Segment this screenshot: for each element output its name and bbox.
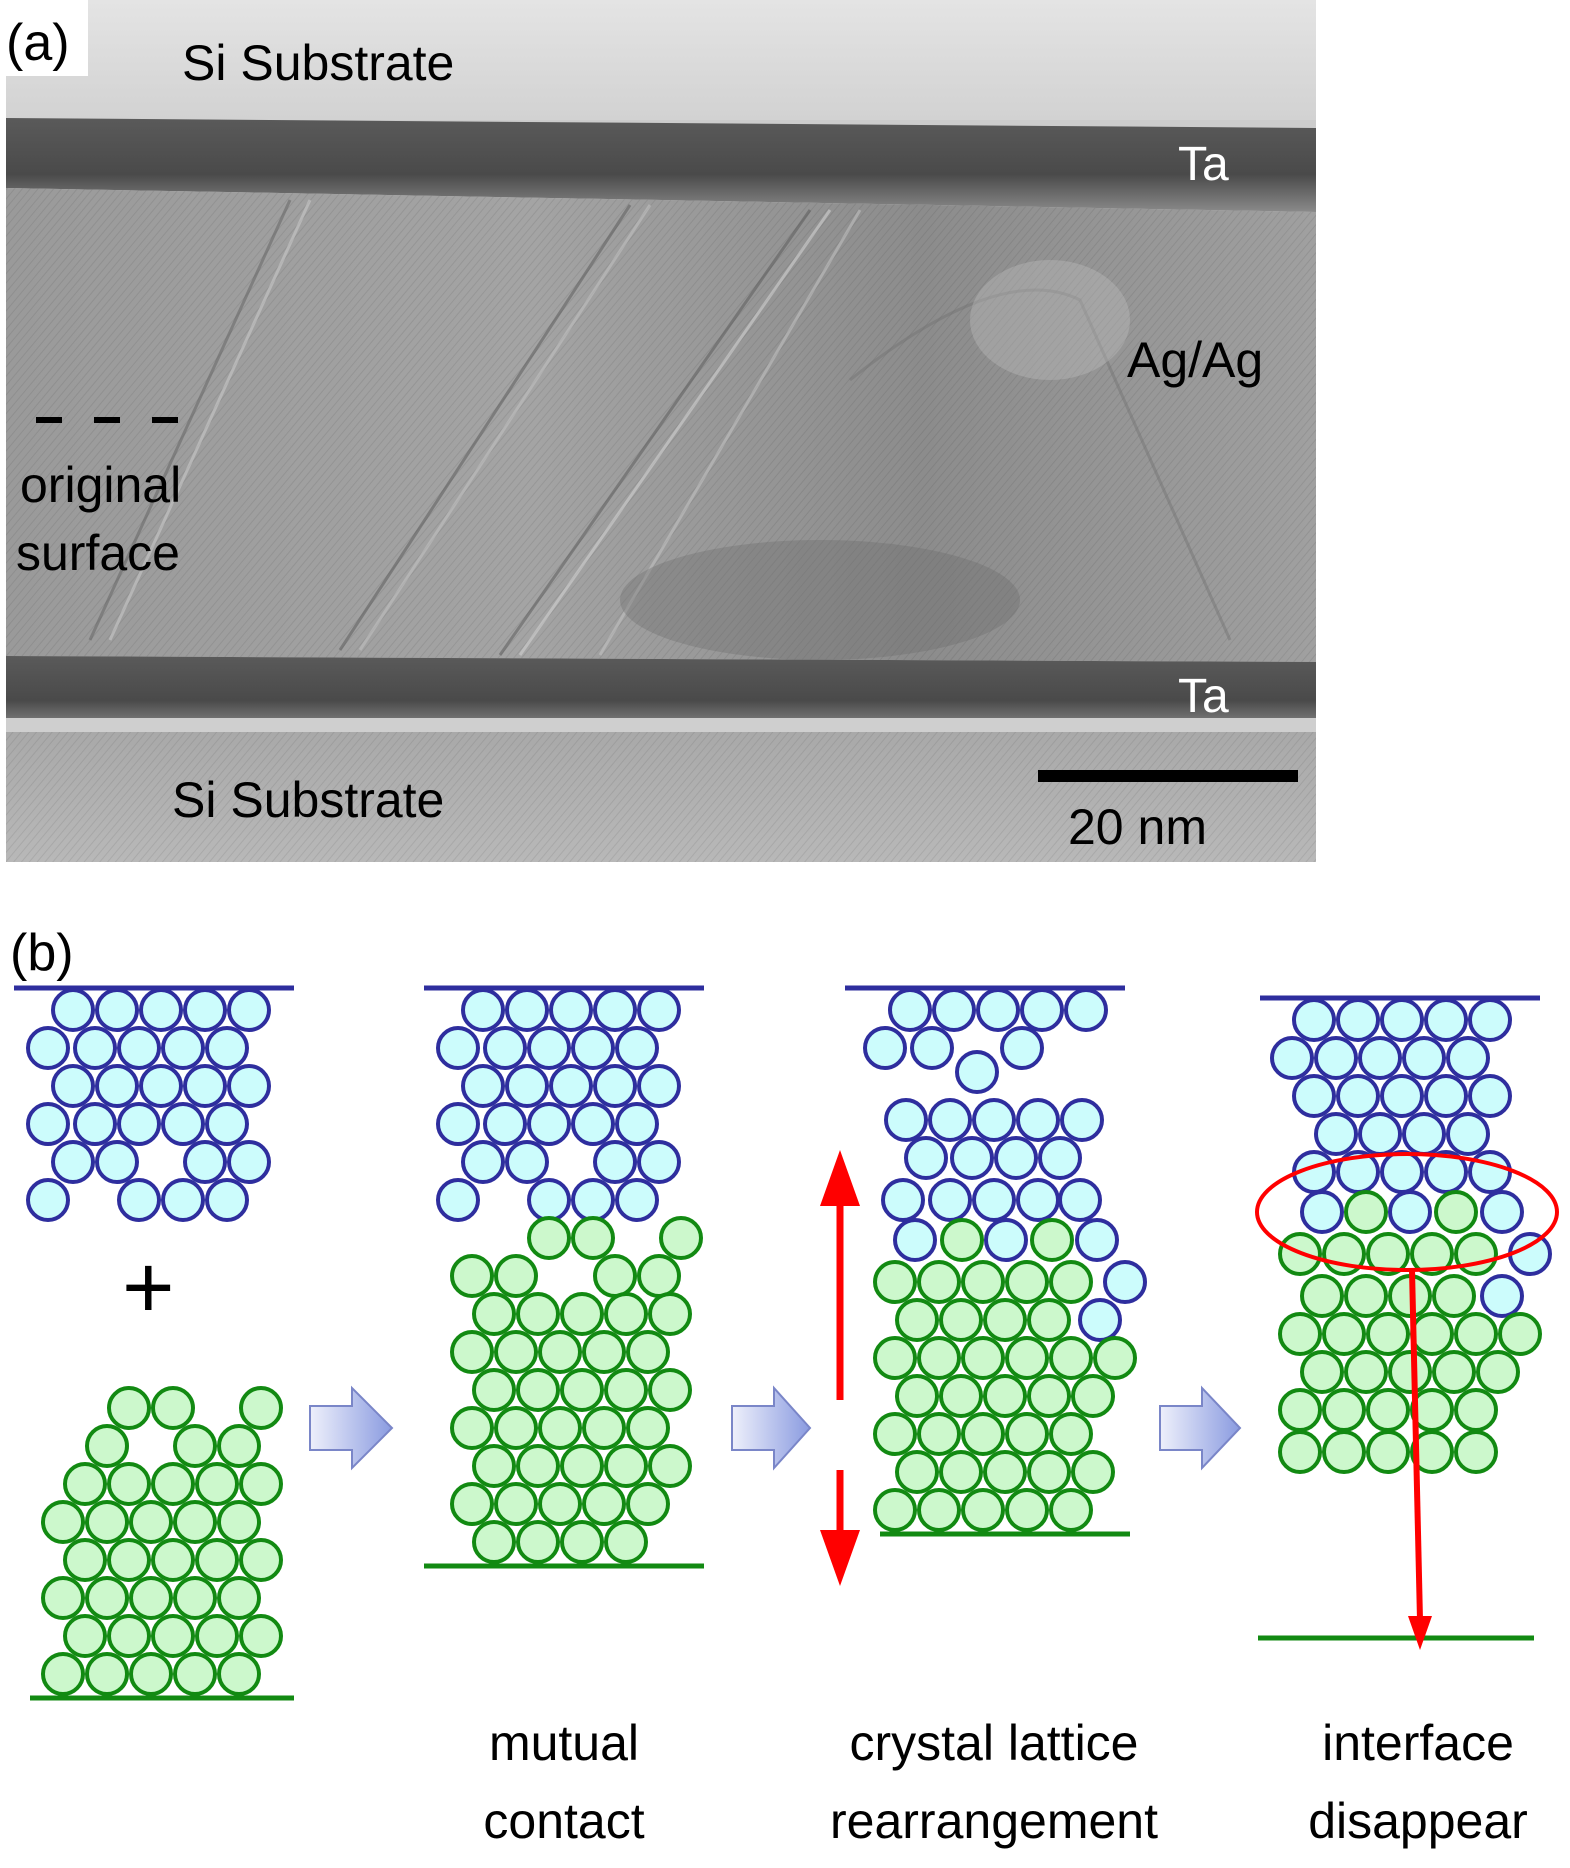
step-1-label-line2: contact <box>483 1793 644 1849</box>
si-substrate-top <box>6 0 1316 120</box>
ag-label: Ag/Ag <box>1127 332 1263 388</box>
double-red-arrow <box>820 1150 860 1586</box>
panel-b-label: (b) <box>10 924 74 982</box>
step-3-label-line1: interface <box>1322 1715 1514 1771</box>
ta-bottom-label: Ta <box>1178 670 1229 723</box>
step-2-label-line2: rearrangement <box>830 1793 1158 1849</box>
twin-boundaries <box>88 199 1232 656</box>
step-arrow-1 <box>309 1385 394 1471</box>
ta-top-label: Ta <box>1178 138 1229 191</box>
step-2-label-line1: crystal lattice <box>850 1715 1139 1771</box>
plus-sign: + <box>122 1238 175 1338</box>
stage-4-interface-disappear <box>1255 995 1559 1650</box>
interface-highlight-ellipse <box>1255 1152 1559 1272</box>
ta-layer-bottom <box>6 656 1316 730</box>
scale-bar <box>1038 770 1298 782</box>
step-arrow-3 <box>1159 1385 1242 1471</box>
scale-bar-label: 20 nm <box>1068 799 1207 855</box>
original-surface-label-line2: surface <box>16 525 180 581</box>
blue-atoms <box>26 988 271 1222</box>
original-surface-label-line1: original <box>20 457 181 513</box>
stage-2-mutual-contact <box>424 985 704 1569</box>
green-atoms <box>41 1386 283 1696</box>
green-atoms <box>873 1218 1137 1532</box>
step-1-label-line1: mutual <box>489 1715 639 1771</box>
blue-atoms <box>436 988 681 1222</box>
si-substrate-top-label: Si Substrate <box>182 35 454 91</box>
panel-a-label: (a) <box>6 14 70 72</box>
green-atoms <box>450 1216 703 1564</box>
step-3-label-line2: disappear <box>1308 1793 1528 1849</box>
stage-3-rearrangement <box>820 985 1147 1586</box>
step-arrow-2 <box>731 1385 812 1471</box>
stage-1-separate-crystals: + <box>14 985 294 1701</box>
interface-pointer-arrow <box>1409 1269 1423 1621</box>
ta-layer-top <box>6 118 1316 212</box>
tem-image <box>6 0 1316 862</box>
si-substrate-bottom-label: Si Substrate <box>172 772 444 828</box>
